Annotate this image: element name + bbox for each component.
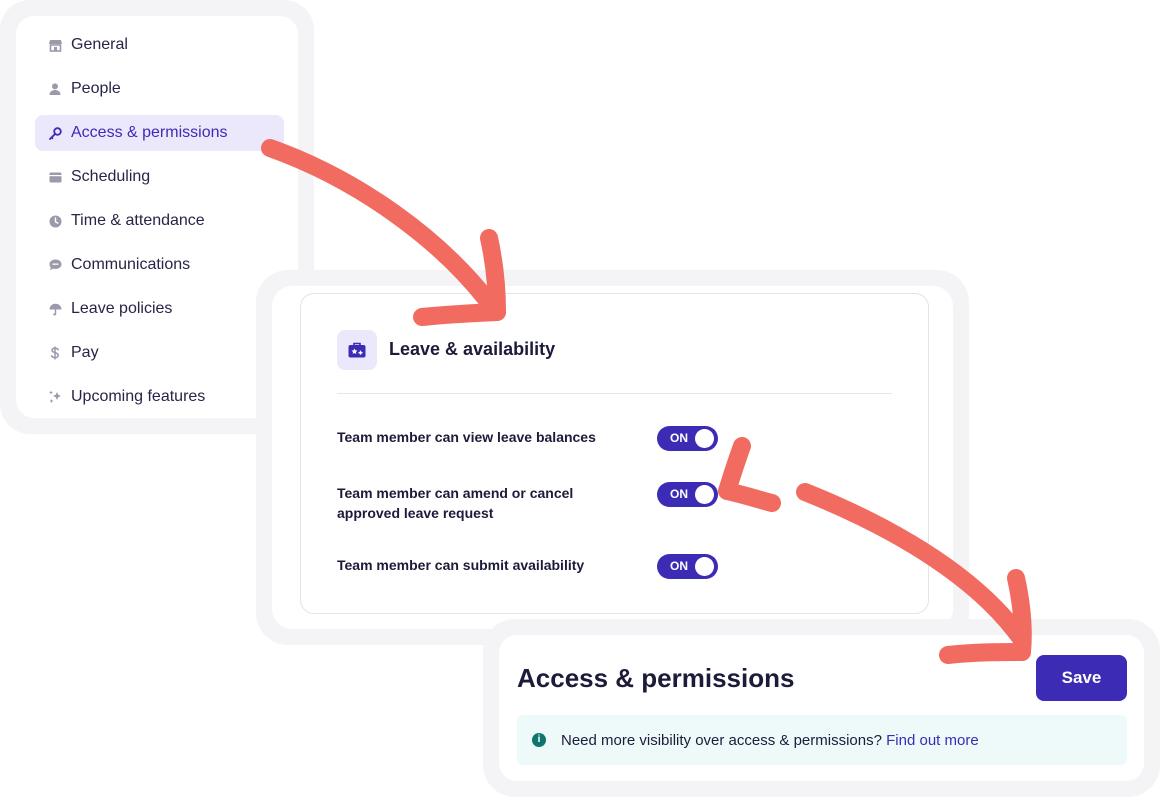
- sidebar-item-leave-policies[interactable]: Leave policies: [35, 291, 284, 327]
- medical-bag-icon: [348, 342, 366, 358]
- sidebar-item-label: Pay: [71, 344, 99, 361]
- sidebar-item-general[interactable]: General: [35, 27, 284, 63]
- toggle-state: ON: [670, 559, 688, 573]
- sidebar-item-upcoming-features[interactable]: Upcoming features: [35, 379, 284, 415]
- person-icon: [47, 81, 63, 97]
- access-permissions-header: Access & permissions Save i Need more vi…: [499, 635, 1144, 781]
- toggle-amend-cancel-leave[interactable]: ON: [657, 482, 718, 507]
- sidebar-item-label: Communications: [71, 256, 191, 273]
- settings-sidebar: General People Access & permissions Sche…: [16, 16, 298, 418]
- sparkle-icon: [47, 389, 63, 405]
- sidebar-item-label: Time & attendance: [71, 212, 205, 229]
- sidebar-item-time-attendance[interactable]: Time & attendance: [35, 203, 284, 239]
- store-icon: [47, 37, 63, 53]
- info-banner: i Need more visibility over access & per…: [517, 715, 1127, 765]
- sidebar-item-label: Access & permissions: [71, 124, 228, 141]
- page-title: Access & permissions: [517, 663, 795, 693]
- key-icon: [47, 125, 63, 141]
- save-button[interactable]: Save: [1036, 655, 1127, 701]
- toggle-view-leave-balances[interactable]: ON: [657, 426, 718, 451]
- divider: [337, 393, 892, 394]
- sidebar-item-communications[interactable]: Communications: [35, 247, 284, 283]
- leave-availability-card: Leave & availability Team member can vie…: [300, 293, 929, 614]
- sidebar-item-pay[interactable]: Pay: [35, 335, 284, 371]
- sidebar-item-label: Leave policies: [71, 300, 173, 317]
- leave-section-title: Leave & availability: [389, 339, 556, 359]
- setting-label-submit-availability: Team member can submit availability: [337, 557, 585, 573]
- setting-label-amend-cancel-leave: Team member can amend or cancel approved…: [337, 485, 574, 521]
- toggle-knob: [695, 485, 714, 504]
- toggle-knob: [695, 557, 714, 576]
- clock-icon: [47, 213, 63, 229]
- info-text: Need more visibility over access & permi…: [561, 732, 979, 749]
- leave-icon-box: [337, 330, 377, 370]
- toggle-state: ON: [670, 487, 688, 501]
- sidebar-item-label: Upcoming features: [71, 388, 206, 405]
- sidebar-item-label: Scheduling: [71, 168, 151, 185]
- info-message: Need more visibility over access & permi…: [561, 732, 882, 749]
- toggle-state: ON: [670, 431, 688, 445]
- sidebar-item-label: People: [71, 80, 121, 97]
- chat-bubble-icon: [47, 257, 63, 273]
- setting-label-view-leave-balances: Team member can view leave balances: [337, 429, 596, 445]
- toggle-knob: [695, 429, 714, 448]
- sidebar-item-scheduling[interactable]: Scheduling: [35, 159, 284, 195]
- info-icon: i: [532, 733, 546, 747]
- sidebar-item-people[interactable]: People: [35, 71, 284, 107]
- umbrella-icon: [47, 301, 63, 317]
- dollar-icon: [47, 345, 63, 361]
- find-out-more-link[interactable]: Find out more: [886, 732, 979, 749]
- sidebar-item-access-permissions[interactable]: Access & permissions: [35, 115, 284, 151]
- sidebar-item-label: General: [71, 36, 128, 53]
- toggle-submit-availability[interactable]: ON: [657, 554, 718, 579]
- calendar-icon: [47, 169, 63, 185]
